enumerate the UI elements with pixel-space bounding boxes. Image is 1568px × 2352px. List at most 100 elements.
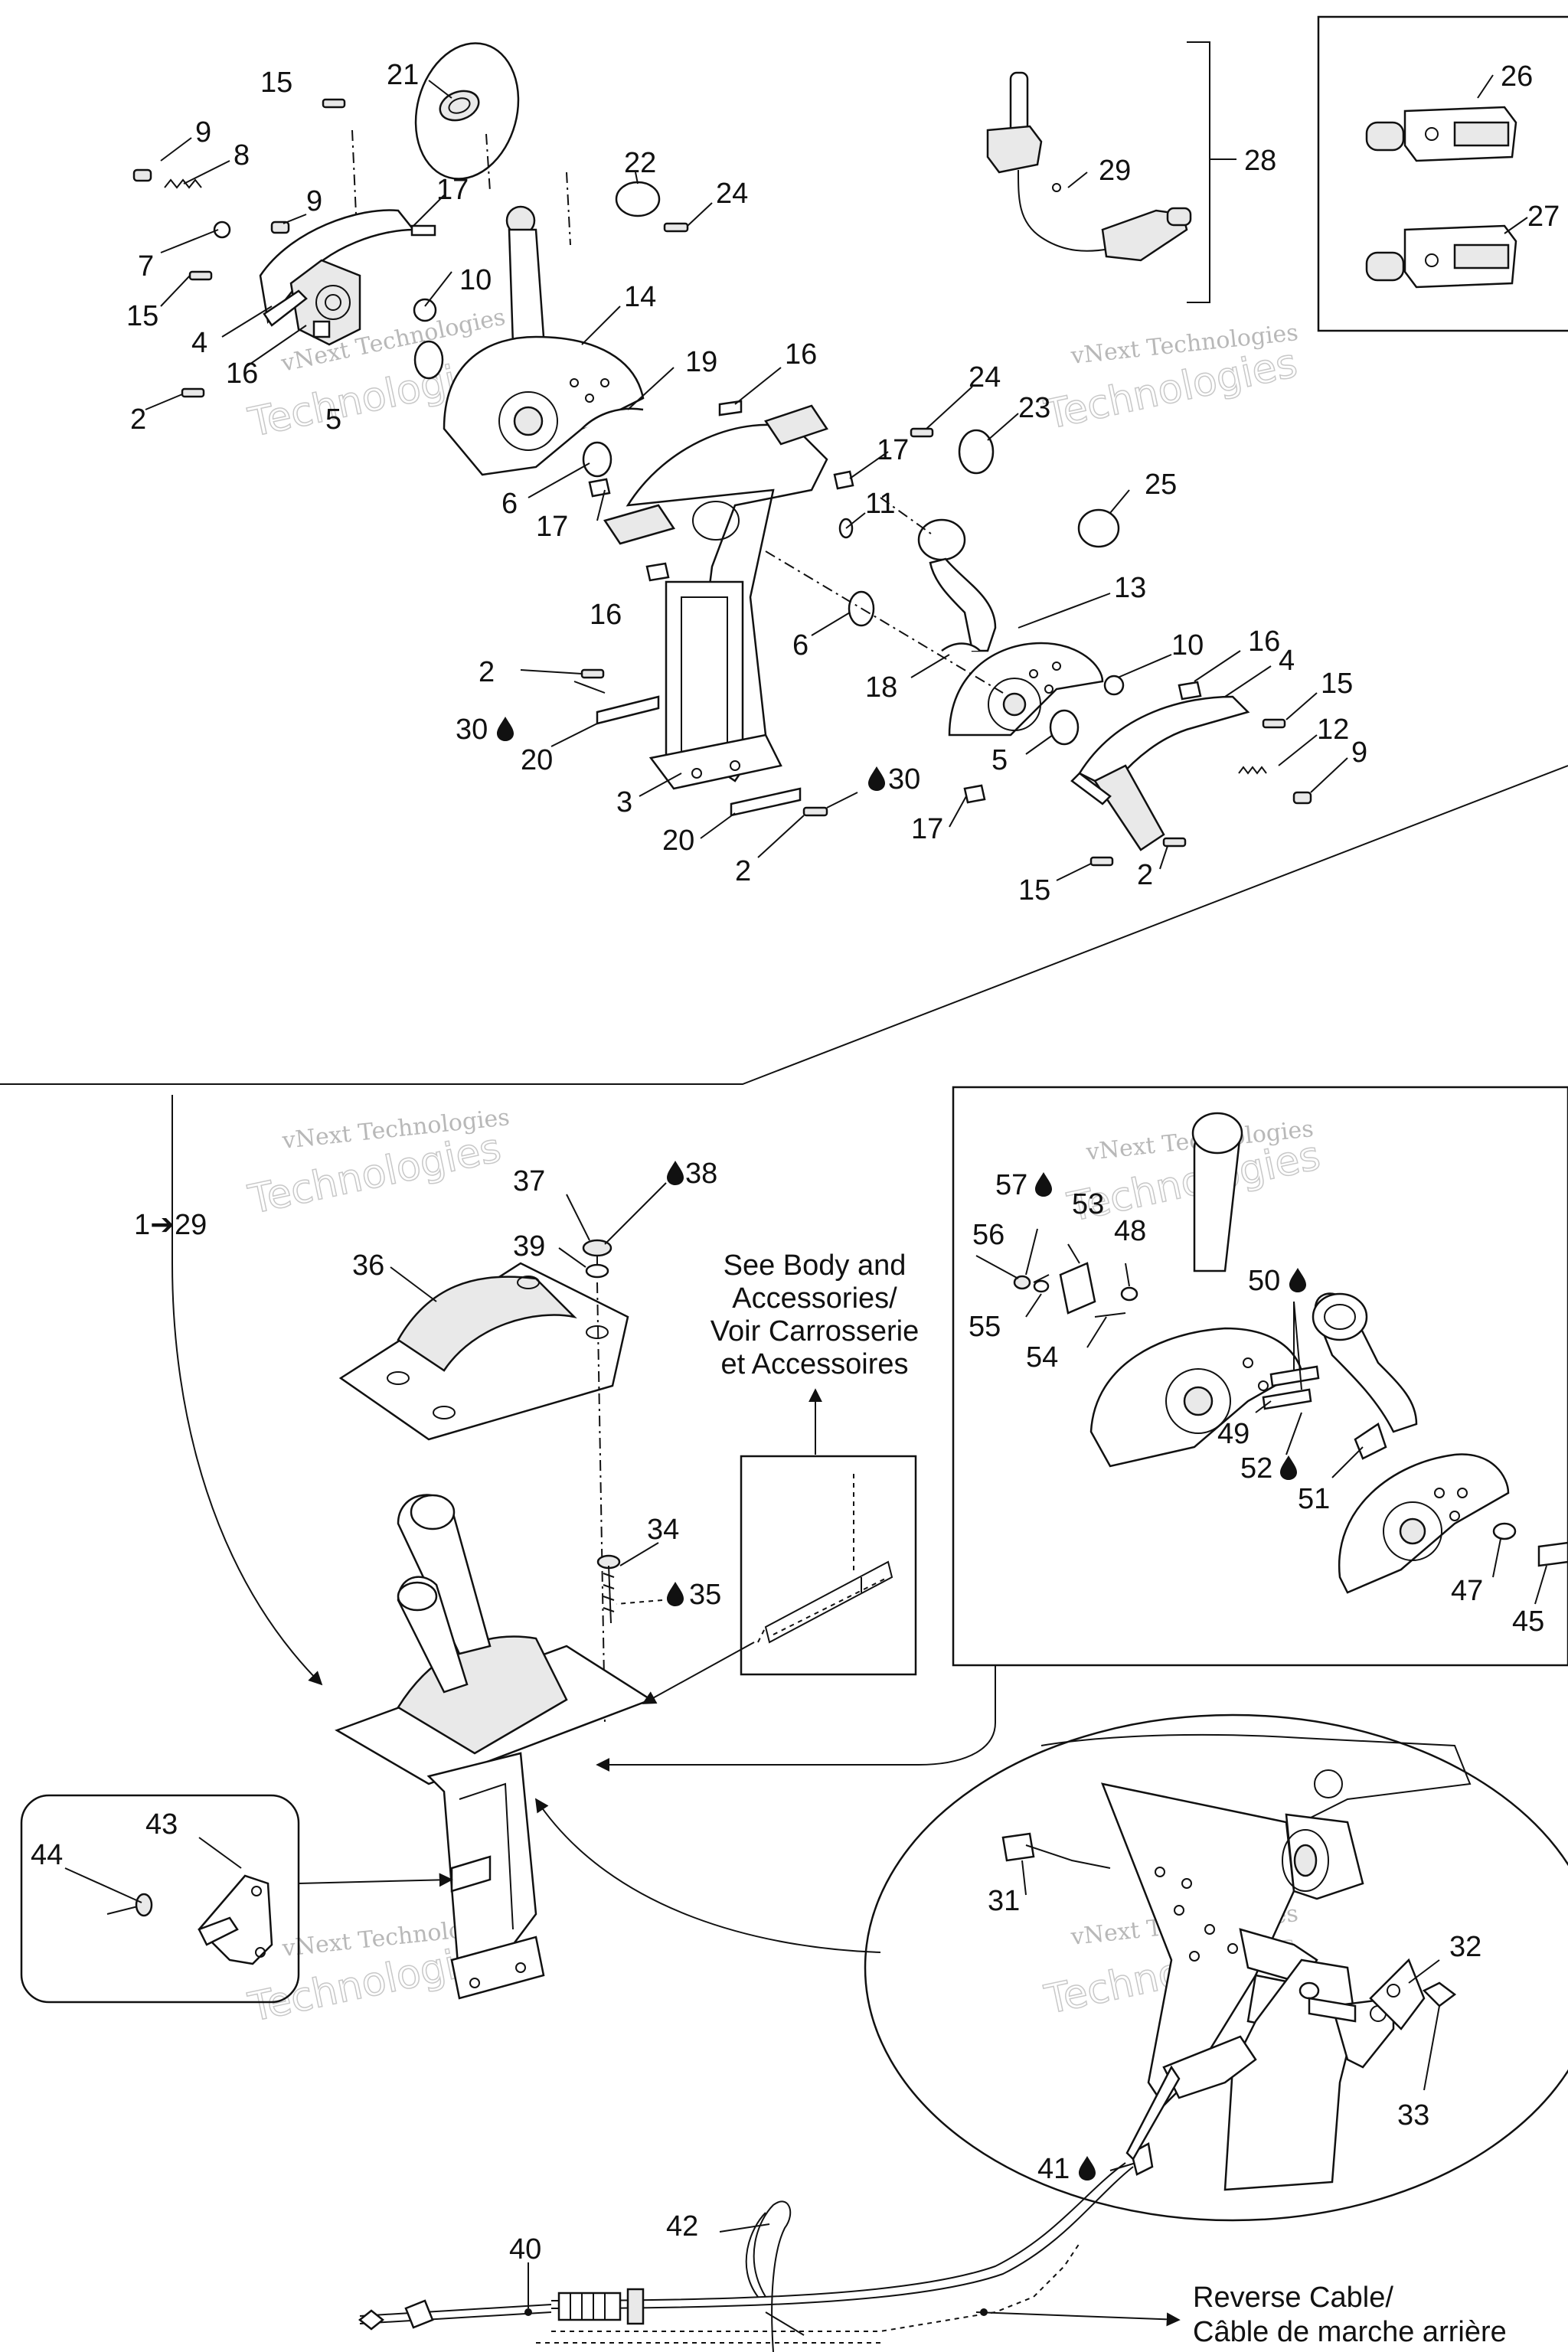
plate-20a: [596, 695, 660, 725]
watermarks: vNext Technologies Technologies vNext Te…: [244, 304, 1325, 2032]
callout-38: 38: [685, 1158, 717, 1190]
callout-48: 48: [1114, 1215, 1146, 1247]
lever-14: [414, 42, 645, 476]
callout-20: 20: [521, 744, 553, 776]
note-line: Câble de marche arrière: [1193, 2316, 1507, 2348]
screw-15c: [1262, 718, 1286, 729]
callout-17: 17: [436, 174, 469, 206]
callout-31: 31: [988, 1885, 1020, 1917]
callout-53: 53: [1072, 1188, 1104, 1220]
clip-16c: [645, 562, 670, 582]
callout-37: 37: [513, 1165, 545, 1197]
clip-17c: [588, 478, 611, 498]
reverse-cable: [358, 2065, 1181, 2352]
callout-24: 24: [716, 178, 748, 210]
top-leaders: [145, 80, 1348, 881]
callout-2: 2: [479, 656, 495, 688]
sealant-drop-icon: [667, 1582, 684, 1606]
clip-16a: [312, 320, 331, 338]
callout-4: 4: [1279, 645, 1295, 677]
detail-contents: [1001, 1733, 1472, 2191]
callout-50: 50: [1248, 1265, 1280, 1297]
rivet-44: [106, 1893, 153, 1917]
callout-36: 36: [352, 1250, 384, 1282]
control-base-1-29: [335, 1494, 653, 2000]
note-line: Accessories/: [732, 1282, 897, 1315]
sealant-drop-icon: [1035, 1172, 1052, 1197]
arrow-1-29: [172, 1095, 323, 1686]
lever-assembly-inset: [1013, 1112, 1568, 1594]
callout-1-to-29: 1➔29: [134, 1209, 207, 1241]
screw-34: [596, 1554, 621, 1624]
callout-22: 22: [624, 147, 656, 179]
callout-15: 15: [126, 300, 158, 332]
callout-9: 9: [306, 185, 322, 217]
callout-30: 30: [888, 763, 920, 795]
callout-35: 35: [689, 1579, 721, 1611]
note-line: Reverse Cable/: [1193, 2282, 1393, 2314]
housing-3: [603, 404, 828, 790]
callout-2: 2: [735, 855, 751, 887]
clip-17a: [410, 224, 436, 237]
callout-39: 39: [513, 1230, 545, 1263]
see-body-note: See Body and Accessories/ Voir Carrosser…: [710, 1250, 919, 1380]
callout-21: 21: [387, 59, 419, 91]
callout-34: 34: [647, 1514, 679, 1546]
clip-16b: [718, 400, 743, 416]
callout-52: 52: [1240, 1452, 1272, 1485]
ring-23: [958, 429, 995, 475]
circlip-19: [581, 407, 644, 430]
callout-6: 6: [792, 629, 808, 662]
callout-25: 25: [1145, 469, 1177, 501]
sealant-drop-icon: [1079, 2156, 1096, 2180]
inset-box-26-27: [1317, 15, 1568, 332]
section-divider: [0, 765, 1568, 1085]
body-part-sketch: [757, 1474, 893, 1644]
screw-2d: [1162, 837, 1187, 848]
callout-29: 29: [1099, 155, 1131, 187]
callout-2: 2: [1137, 859, 1153, 891]
callout-16: 16: [590, 599, 622, 631]
see-body-box: [740, 1455, 917, 1676]
top-callouts: 15 21 9 8 9 7 17 22 24 10 15 14 4 16 16 …: [126, 59, 1560, 906]
screw-9b: [270, 220, 290, 234]
arrow-detail-to-base: [535, 1798, 881, 1953]
callout-8: 8: [234, 139, 250, 172]
callout-41: 41: [1037, 2153, 1070, 2185]
callout-17: 17: [911, 813, 943, 845]
sealant-drop-icon: [1289, 1268, 1306, 1292]
screw-15b: [188, 270, 213, 281]
arrow-inset-to-base: [596, 1665, 996, 1772]
bottom-callouts: 37 38 1➔29 39 36 34 35 43 44 57 53 56 48…: [31, 1158, 1544, 2265]
screw-15d: [1089, 856, 1114, 867]
sealant-drop-icon: [1280, 1455, 1297, 1480]
callout-16: 16: [785, 338, 817, 371]
callout-18: 18: [865, 671, 897, 704]
callout-26: 26: [1501, 60, 1533, 93]
callout-3: 3: [616, 786, 632, 818]
callout-30: 30: [456, 714, 488, 746]
callout-15: 15: [1321, 668, 1353, 700]
screw-9a: [132, 168, 152, 182]
callout-57: 57: [995, 1169, 1027, 1201]
cap-21: [439, 90, 480, 122]
callout-56: 56: [972, 1219, 1004, 1251]
callout-23: 23: [1018, 392, 1050, 424]
note-line: et Accessoires: [721, 1348, 909, 1380]
plate-20b: [730, 787, 802, 817]
clip-16d: [1178, 681, 1202, 701]
note-line: See Body and: [724, 1250, 906, 1282]
sealant-drop-icon: [868, 766, 885, 791]
callout-14: 14: [624, 281, 656, 313]
screw-24b: [910, 427, 934, 438]
bottom-right-cover-4: [1070, 695, 1250, 851]
bushing-5b: [1049, 709, 1080, 746]
sealant-drop-icon: [497, 717, 514, 741]
cover-36: [338, 1262, 629, 1441]
screw-2a: [181, 387, 205, 398]
callout-27: 27: [1527, 201, 1560, 233]
screw-9c: [1292, 791, 1312, 805]
washer-22: [615, 181, 661, 217]
reverse-cable-note: Reverse Cable/ Câble de marche arrière: [1193, 2282, 1507, 2348]
